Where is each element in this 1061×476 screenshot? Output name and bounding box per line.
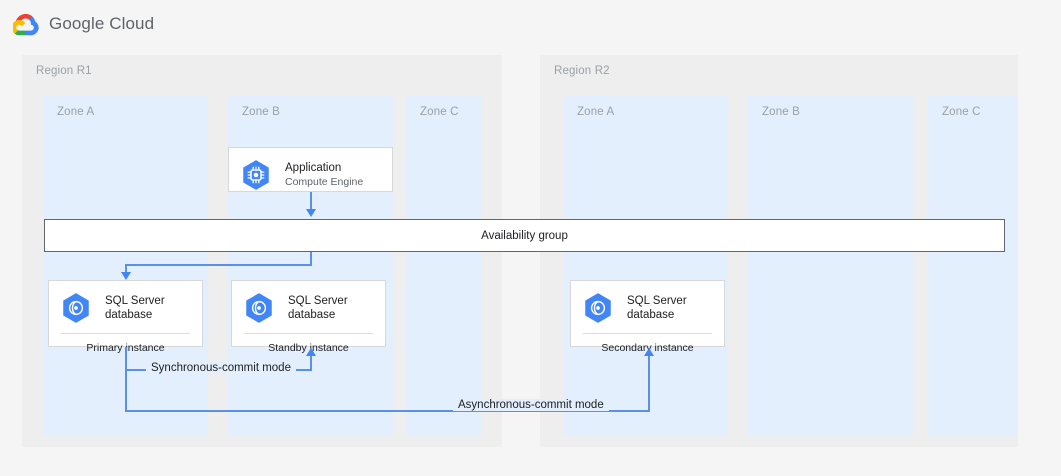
connector-ag-to-primary-v1 — [310, 252, 312, 265]
sql-server-database-icon — [585, 293, 611, 323]
brand-cloud: Cloud — [109, 14, 155, 33]
connector-sync-arrow — [306, 348, 316, 356]
primary-database-node-content: SQL Server database — [49, 281, 202, 333]
zone-r2-b: Zone B — [748, 95, 913, 435]
connector-async-v-left — [125, 347, 127, 411]
connector-async-h — [125, 410, 650, 412]
sql-server-database-icon — [246, 293, 272, 323]
connector-app-to-ag-arrow — [306, 209, 316, 217]
google-cloud-logo-icon — [13, 13, 39, 36]
connector-ag-to-primary-v2 — [125, 264, 127, 274]
connector-ag-to-primary-arrow — [121, 272, 131, 280]
brand-title: Google Cloud — [49, 14, 154, 34]
standby-database-node-title: SQL Server — [288, 294, 348, 307]
application-node-content: Application Compute Engine — [229, 148, 392, 200]
primary-database-node-title: SQL Server — [105, 294, 165, 307]
primary-database-node-divider — [61, 333, 190, 334]
zone-r2-b-label: Zone B — [762, 106, 800, 118]
zone-r1-b-label: Zone B — [242, 106, 280, 118]
region-r1-label: Region R1 — [36, 65, 92, 77]
connector-sync-label: Synchronous-commit mode — [146, 362, 296, 374]
application-node[interactable]: Application Compute Engine — [228, 147, 393, 192]
availability-group-bar[interactable]: Availability group — [44, 219, 1005, 252]
connector-async-arrow — [644, 348, 654, 356]
secondary-database-node-subtitle: database — [627, 309, 675, 321]
region-r2-label: Region R2 — [554, 65, 610, 77]
connector-async-label: Asynchronous-commit mode — [453, 399, 609, 411]
connector-async-v-right — [648, 355, 650, 411]
application-node-title: Application — [285, 161, 342, 174]
zone-r2-c: Zone C — [928, 95, 1018, 435]
zone-r1-a-label: Zone A — [57, 106, 95, 118]
connector-sync-v-right — [310, 355, 312, 370]
connector-ag-to-primary-h — [125, 264, 312, 266]
zone-r2-c-label: Zone C — [942, 106, 981, 118]
connector-app-to-ag-line — [310, 192, 312, 211]
zone-r2-a: Zone A — [563, 95, 728, 435]
secondary-database-node-divider — [583, 333, 712, 334]
brand-google: Google — [49, 14, 105, 33]
zone-r2-a-label: Zone A — [577, 106, 615, 118]
primary-database-node-subtitle: database — [105, 309, 153, 321]
page-header: Google Cloud — [0, 0, 1061, 48]
application-node-subtitle: Compute Engine — [285, 176, 364, 189]
compute-engine-icon — [243, 160, 269, 190]
zone-r1-c: Zone C — [406, 95, 481, 435]
application-node-text: Application Compute Engine — [285, 161, 363, 190]
standby-database-node-text: SQL Server database — [288, 294, 348, 323]
primary-database-node[interactable]: SQL Server database Primary instance — [48, 280, 203, 354]
standby-database-node-subtitle: database — [288, 309, 336, 321]
secondary-database-node[interactable]: SQL Server database Secondary instance — [570, 280, 725, 354]
primary-database-node-text: SQL Server database — [105, 294, 165, 323]
standby-database-node-content: SQL Server database — [232, 281, 385, 333]
zone-r1-c-label: Zone C — [420, 106, 459, 118]
secondary-database-node-content: SQL Server database — [571, 281, 724, 333]
standby-database-node[interactable]: SQL Server database Standby instance — [231, 280, 386, 354]
sql-server-database-icon — [63, 293, 89, 323]
secondary-database-node-title: SQL Server — [627, 294, 687, 307]
secondary-database-node-text: SQL Server database — [627, 294, 687, 323]
standby-database-node-divider — [244, 333, 373, 334]
availability-group-label: Availability group — [481, 229, 568, 242]
